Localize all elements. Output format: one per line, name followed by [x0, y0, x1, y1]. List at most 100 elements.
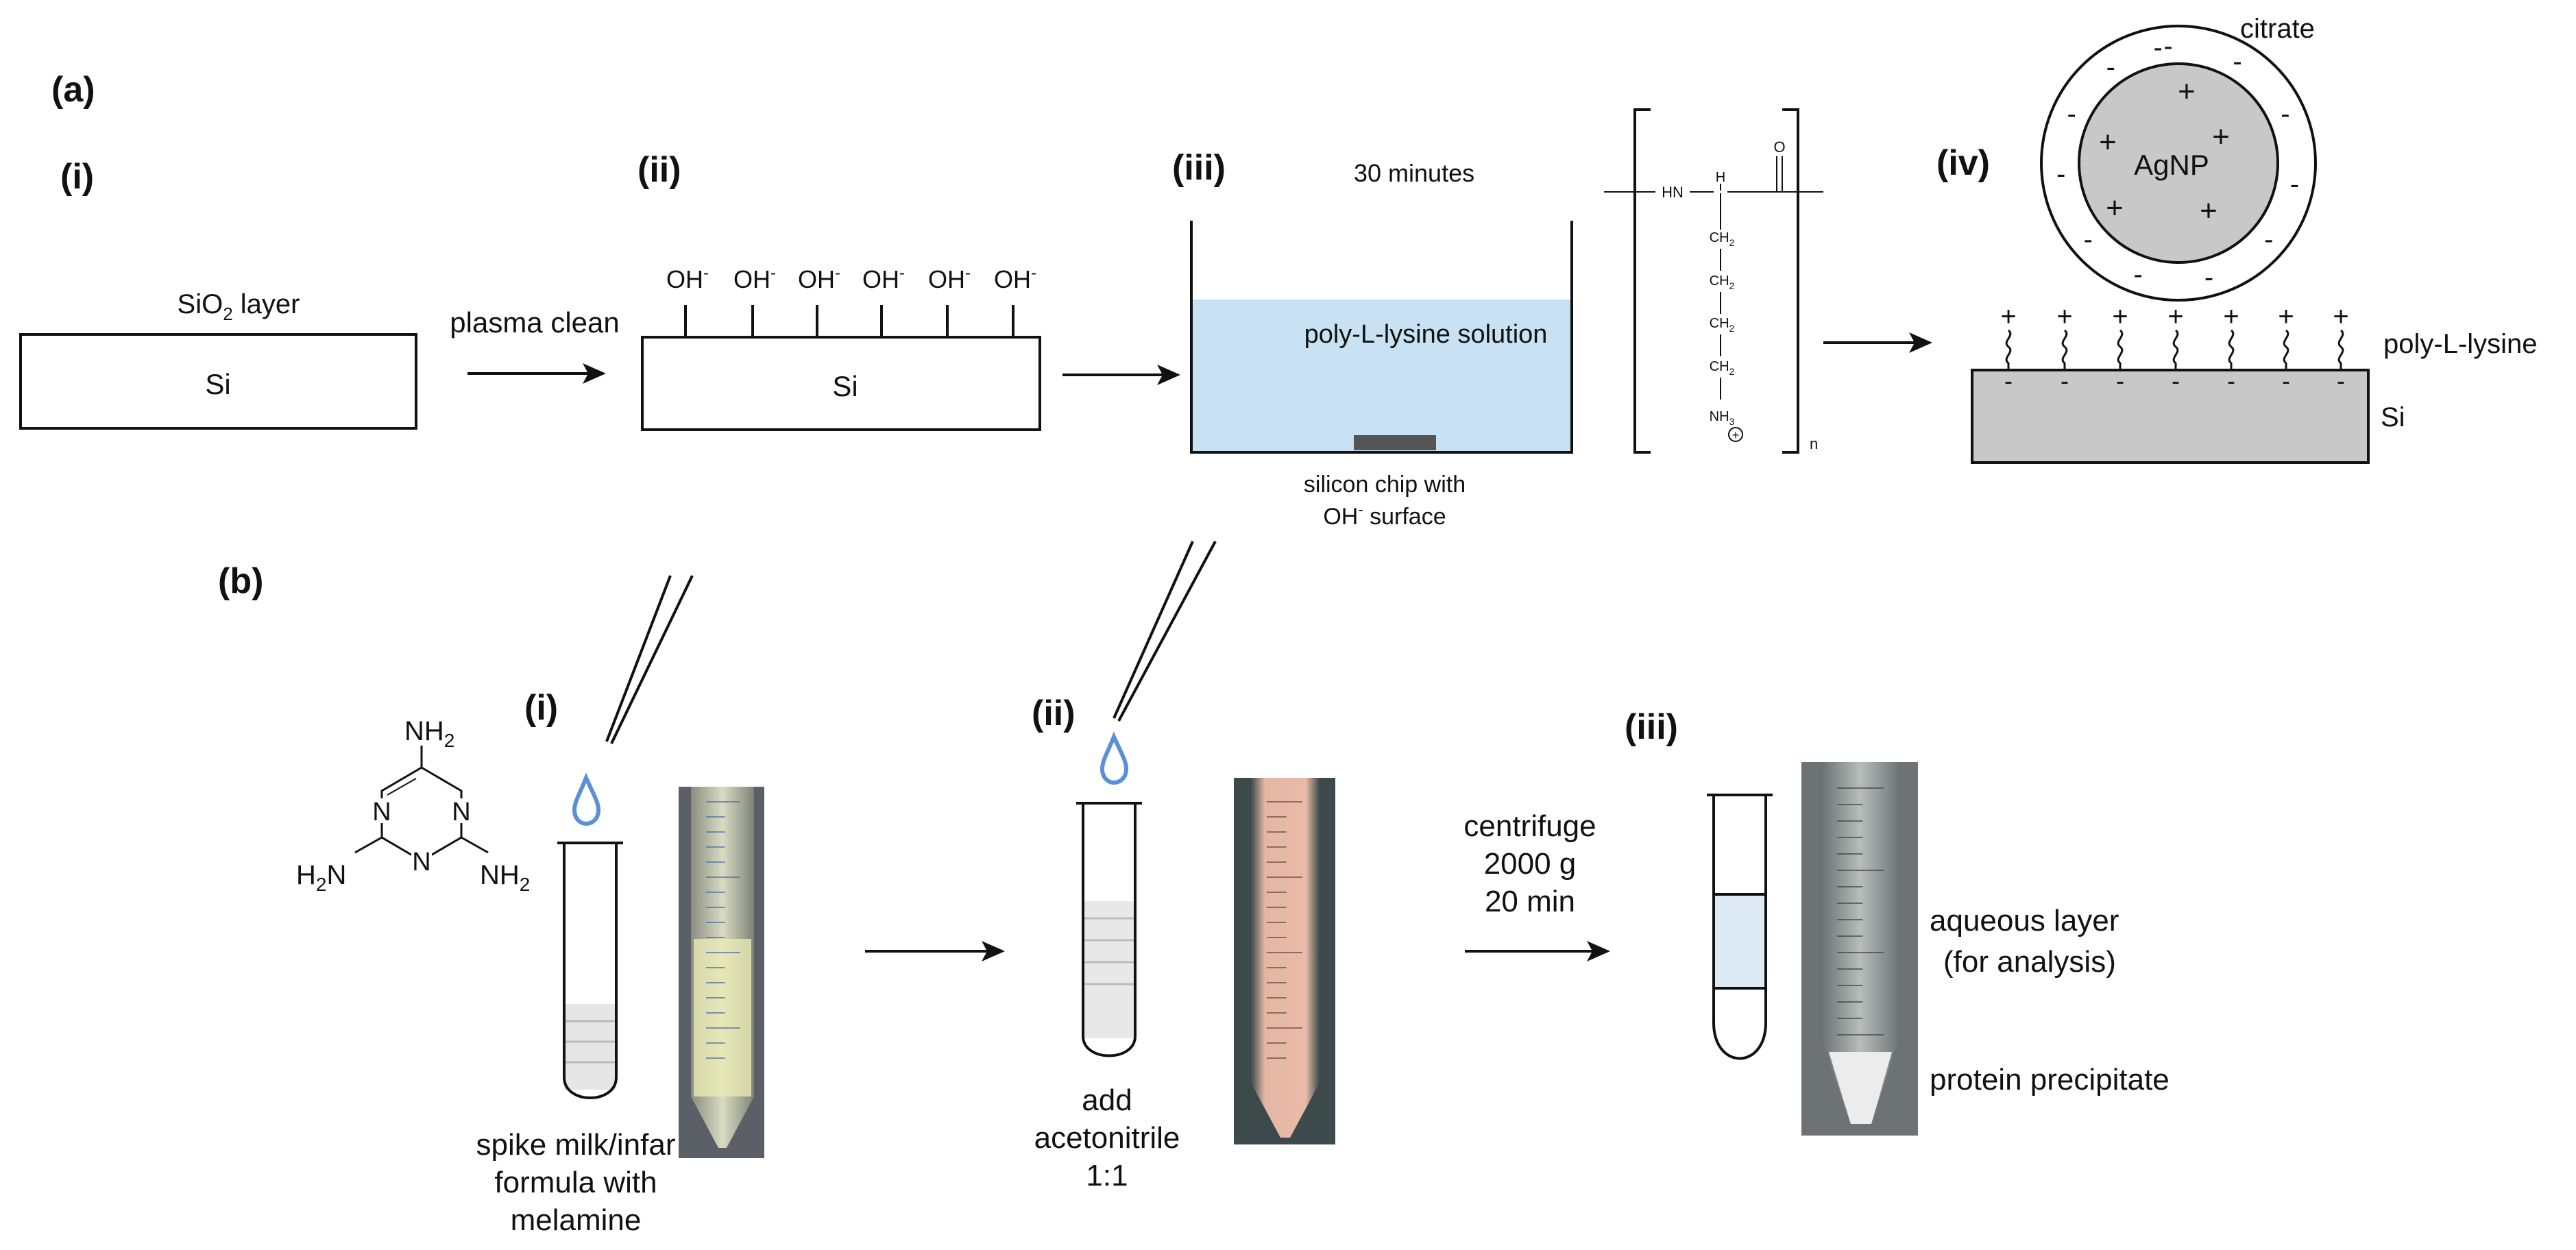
svg-text:N: N: [452, 798, 470, 826]
si-wafer-ii: [641, 336, 1041, 431]
si-wafer-ii-label: Si: [832, 370, 858, 402]
si-wafer-i: [19, 333, 417, 430]
panel-a-step-iii-label: (iii): [1172, 148, 1226, 188]
pll-chain: [2283, 329, 2289, 370]
photo-tube-centrifuged: [1801, 762, 1918, 1136]
pipette-ii-a: [1113, 541, 1194, 719]
centrifuge-line3: 20 min: [1485, 885, 1575, 918]
positive-charge: +: [2212, 120, 2230, 154]
panel-b-step-i-label: (i): [524, 688, 558, 728]
pll-chain: [2228, 329, 2235, 370]
h2n-left: H2N: [296, 860, 346, 895]
negative-charge: -: [2204, 262, 2213, 293]
left-bracket: [1633, 108, 1651, 454]
centrifuge-line2: 2000 g: [1484, 847, 1577, 881]
pipette-i-b: [610, 575, 694, 744]
photo-tube-acetonitrile: [1234, 778, 1335, 1144]
pll-chain: [2061, 329, 2068, 370]
triazine-ring: [380, 766, 463, 862]
surface-negative-charge: -: [2172, 367, 2180, 395]
pll-chain: [2117, 329, 2124, 370]
surface-negative-charge: -: [2116, 367, 2124, 395]
aqueous-layer-line2: (for analysis): [1943, 945, 2116, 979]
pll-positive-charge: +: [2167, 302, 2183, 332]
step-ii-caption-line2: acetonitrile: [1034, 1121, 1180, 1155]
surface-negative-charge: -: [2227, 367, 2235, 395]
nh2-right: NH2: [480, 860, 530, 895]
pll-chain: [2005, 329, 2012, 370]
carbonyl-o: O: [1773, 138, 1785, 156]
ch2-group: CH2: [1710, 359, 1735, 377]
step-ii-caption-line1: add: [1082, 1083, 1132, 1117]
surface-negative-charge: -: [2282, 367, 2290, 395]
panel-a-label: (a): [51, 70, 95, 110]
beaker: [1190, 221, 1573, 454]
negative-charge: -: [2067, 99, 2076, 129]
hydroxyl-groups: OH- OH- OH- OH- OH- OH-: [666, 264, 1036, 337]
svg-text:N: N: [372, 798, 391, 826]
si-label-iv: Si: [2381, 402, 2405, 432]
citrate-label: citrate: [2240, 14, 2315, 44]
pll-chains: +-+-+-+-+-+-+-: [2000, 302, 2348, 395]
tube-i: [557, 842, 623, 1099]
negative-charge: -: [2134, 260, 2143, 290]
pll-positive-charge: +: [2223, 302, 2239, 332]
droplet-i-icon: [572, 772, 601, 826]
ch2-group: CH2: [1710, 273, 1735, 291]
right-bracket: [1782, 108, 1799, 454]
centrifuge-line1: centrifuge: [1463, 809, 1596, 843]
surface-negative-charge: -: [2004, 367, 2013, 395]
silicon-chip: [1354, 435, 1436, 450]
protein-precipitate: protein precipitate: [1930, 1063, 2170, 1096]
si-wafer-i-label: Si: [205, 368, 230, 400]
chip-caption-line1: silicon chip with: [1304, 471, 1466, 498]
ch2-group: CH2: [1710, 316, 1735, 334]
surface-negative-charge: -: [2337, 367, 2345, 395]
melamine-structure: N N N NH2 H2N NH2: [296, 716, 530, 895]
negative-charge: -: [2153, 33, 2162, 63]
tube-iii: [1707, 794, 1773, 1060]
ammonium: NH3: [1710, 409, 1735, 427]
pll-label: poly-L-lysine: [2383, 329, 2538, 359]
pll-chain: [2337, 329, 2344, 370]
negative-charge: -: [2264, 225, 2273, 255]
hydroxyl-label: OH-: [994, 264, 1036, 293]
positive-charge: +: [2106, 191, 2124, 225]
time-30-minutes: 30 minutes: [1354, 159, 1474, 187]
panel-b-step-iii-label: (iii): [1625, 707, 1678, 747]
hydroxyl-label: OH-: [798, 264, 840, 293]
negative-charge: -: [2163, 32, 2172, 62]
step-i-caption-line2: formula with: [494, 1166, 657, 1199]
photo-tube-milk: [679, 787, 764, 1158]
hydroxyl-label: OH-: [733, 264, 776, 293]
panel-b-label: (b): [218, 561, 263, 601]
positive-charge: +: [2200, 194, 2217, 228]
alpha-h: H: [1716, 170, 1725, 185]
amine-hn: HN: [1662, 184, 1684, 201]
pll-solution-label: poly-L-lysine solution: [1304, 320, 1548, 349]
surface-negative-charge: -: [2061, 367, 2069, 395]
pipette-i-a: [605, 575, 672, 742]
positive-charge: +: [2099, 125, 2117, 159]
panel-b-step-ii-label: (ii): [1032, 694, 1076, 733]
svg-text:N: N: [412, 848, 430, 877]
repeat-n: n: [1810, 435, 1818, 452]
negative-charge: -: [2056, 159, 2065, 189]
panel-a-step-iv-label: (iv): [1936, 143, 1990, 183]
step-ii-caption-line3: 1:1: [1086, 1159, 1128, 1192]
hydroxyl-label: OH-: [666, 264, 709, 293]
nanoparticle-charges: +++++------------: [2056, 32, 2299, 293]
pll-solution-fill: [1191, 299, 1572, 452]
negative-charge: -: [2233, 47, 2241, 77]
ch2-group: CH2: [1710, 230, 1735, 248]
step-i-caption-line3: melamine: [511, 1203, 642, 1237]
nh2-top: NH2: [404, 716, 454, 751]
step-i-caption-line1: spike milk/infar: [476, 1128, 676, 1162]
hydroxyl-label: OH-: [928, 264, 971, 293]
pll-positive-charge: +: [2112, 302, 2128, 332]
pipette-ii-b: [1117, 541, 1217, 722]
hydroxyl-label: OH-: [862, 264, 905, 293]
